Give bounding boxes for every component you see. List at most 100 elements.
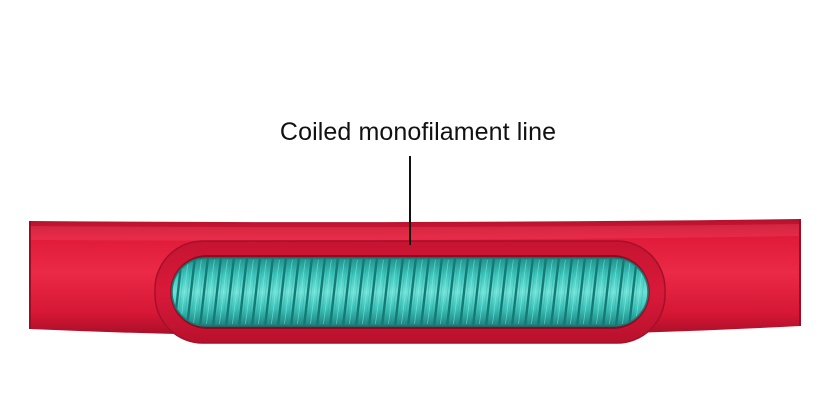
coil-filament-strand	[547, 259, 556, 325]
coil-filament-strand	[254, 259, 264, 325]
coil-filament-strand	[401, 259, 410, 325]
coil-groove	[198, 258, 210, 326]
coil-filament-strand	[404, 259, 413, 325]
coil-groove	[237, 258, 249, 326]
coil-groove	[289, 258, 301, 326]
coil-filament-strand	[248, 259, 257, 325]
coil-groove	[588, 258, 600, 326]
coil-filament-strand	[596, 259, 605, 325]
coil-groove	[328, 258, 340, 326]
coil-filament-strand	[267, 259, 277, 325]
coil-groove	[484, 258, 496, 326]
coil-groove	[380, 258, 392, 326]
coil-filament-strand	[391, 259, 400, 325]
coil-filament-strand	[274, 259, 283, 325]
coil-groove	[510, 258, 522, 326]
coil-filament-strand	[339, 259, 348, 325]
coil-filament-strand	[570, 259, 579, 325]
coil-groove	[315, 258, 327, 326]
coil-filament-strand	[306, 259, 316, 325]
coil-filament-strand	[388, 259, 397, 325]
coiled-monofilament	[172, 258, 648, 326]
coil-filament-strand	[310, 259, 319, 325]
coil-groove	[367, 258, 379, 326]
coil-filament-strand	[206, 259, 215, 325]
coil-groove	[549, 258, 561, 326]
coil-filament-strand	[352, 259, 361, 325]
coil-filament-strand	[284, 259, 293, 325]
coil-filament-strand	[540, 259, 550, 325]
coil-filament-strand	[336, 259, 345, 325]
coil-filament-strand	[326, 259, 335, 325]
coil-filament-strand	[592, 259, 602, 325]
coil-filament-strand	[300, 259, 309, 325]
coil-filament-strand	[319, 259, 329, 325]
tube-highlight	[30, 224, 800, 241]
coil-filament-strand	[605, 259, 615, 325]
coil-groove	[406, 258, 418, 326]
coil-filament-strand	[527, 259, 537, 325]
coil-filament-strand	[358, 259, 368, 325]
coil-groove	[224, 258, 236, 326]
coil-filament-strand	[566, 259, 576, 325]
coil-filament-strand	[579, 259, 589, 325]
coil-filament-strand	[313, 259, 322, 325]
coil-groove	[432, 258, 444, 326]
coil-filament-strand	[586, 259, 595, 325]
coil-filament-strand	[332, 259, 342, 325]
coil-filament-strand	[599, 259, 608, 325]
coil-filament-strand	[469, 259, 478, 325]
coil-filament-strand	[202, 259, 212, 325]
coil-filament-strand	[583, 259, 592, 325]
coil-filament-strand	[440, 259, 449, 325]
coil-groove	[276, 258, 288, 326]
coil-filament-strand	[521, 259, 530, 325]
coil-filament-strand	[531, 259, 540, 325]
coil-filament-strand	[453, 259, 462, 325]
coil-filament-strand	[323, 259, 332, 325]
coil-filament-strand	[228, 259, 238, 325]
coil-filament-strand	[492, 259, 501, 325]
coil-groove	[536, 258, 548, 326]
coil-filament-strand	[622, 259, 631, 325]
coil-filament-strand	[349, 259, 358, 325]
coil-groove	[497, 258, 509, 326]
coil-groove	[354, 258, 366, 326]
coil-groove	[341, 258, 353, 326]
coil-filament-strand	[501, 259, 511, 325]
coil-filament-strand	[196, 259, 205, 325]
coil-filament-strand	[287, 259, 296, 325]
coil-filament-strand	[345, 259, 355, 325]
coil-filament-strand	[297, 259, 306, 325]
coil-filament-strand	[235, 259, 244, 325]
coil-groove	[575, 258, 587, 326]
coil-filament-strand	[618, 259, 628, 325]
coil-filament-strand	[518, 259, 527, 325]
coil-filament-strand	[423, 259, 433, 325]
coil-filament-strand	[241, 259, 251, 325]
coil-filament-strand	[573, 259, 582, 325]
coil-filament-strand	[193, 259, 202, 325]
coil-filament-strand	[384, 259, 394, 325]
coil-groove	[211, 258, 223, 326]
coil-filament-strand	[209, 259, 218, 325]
coil-filament-strand	[293, 259, 303, 325]
coil-filament-strand	[417, 259, 426, 325]
coil-filament-strand	[612, 259, 621, 325]
coil-filament-strand	[508, 259, 517, 325]
coil-groove	[445, 258, 457, 326]
coil-filament-strand	[456, 259, 465, 325]
coil-filament-strand	[271, 259, 280, 325]
coil-filament-strand	[505, 259, 514, 325]
coil-groove	[302, 258, 314, 326]
coil-groove	[523, 258, 535, 326]
coil-filament-strand	[245, 259, 254, 325]
coil-filament-strand	[514, 259, 524, 325]
coil-filament-strand	[553, 259, 563, 325]
coil-filament-strand	[557, 259, 566, 325]
coil-filament-strand	[443, 259, 452, 325]
coil-filament-strand	[215, 259, 225, 325]
coil-filament-strand	[414, 259, 423, 325]
coil-filament-strand	[436, 259, 446, 325]
coil-filament-strand	[280, 259, 290, 325]
